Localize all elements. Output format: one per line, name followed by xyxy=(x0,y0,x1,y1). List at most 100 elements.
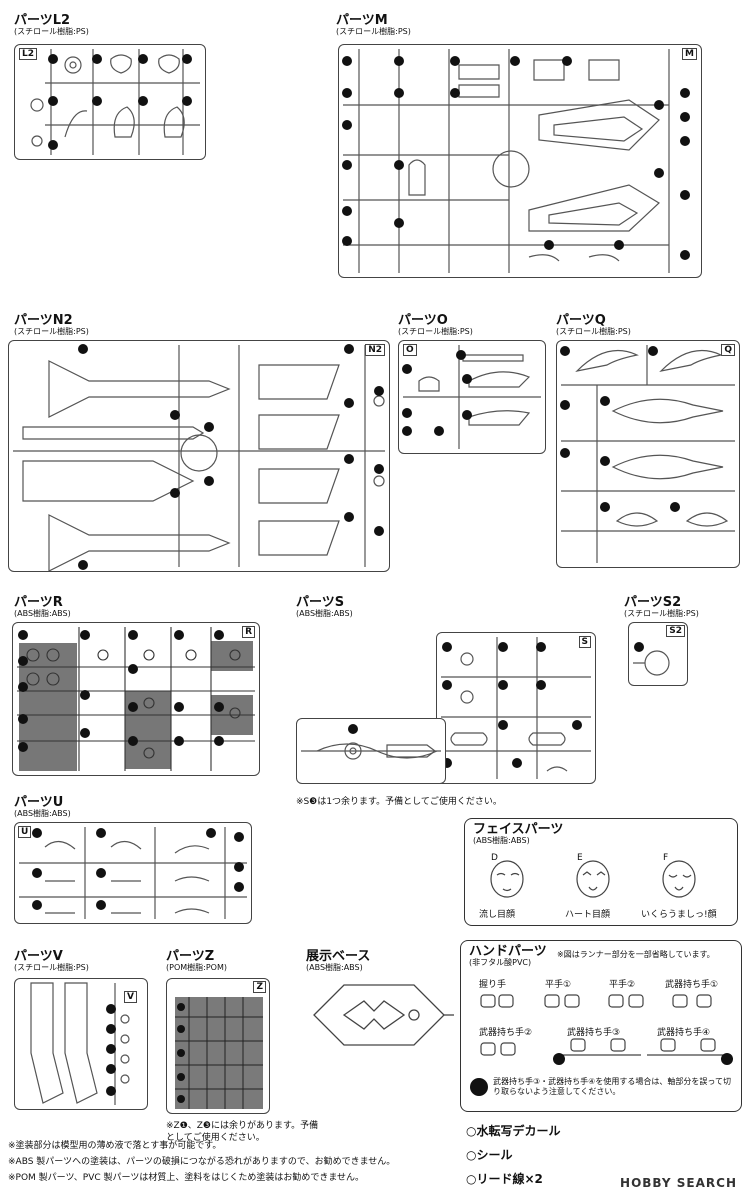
footer-note-1: ※塗装部分は模型用の薄め液で落とす事が可能です。 xyxy=(8,1141,222,1151)
hand-label-flat-2: 平手② xyxy=(609,980,636,990)
title-V: パーツV xyxy=(14,949,63,964)
runner-Q-drawing xyxy=(560,345,735,563)
runner-Z-drawing xyxy=(175,997,263,1109)
header-Q: パーツQ (スチロール樹脂:PS) xyxy=(556,313,631,337)
title-base: 展示ベース xyxy=(306,949,371,964)
runner-id-S2: S2 xyxy=(666,625,685,637)
header-N2: パーツN2 (スチロール樹脂:PS) xyxy=(14,313,89,337)
runner-id-M: M xyxy=(682,48,697,60)
hand-drawings xyxy=(470,994,733,1096)
runner-N2-drawing xyxy=(13,344,385,571)
accessory-decal: ○水転写デカール xyxy=(466,1124,561,1138)
runner-id-L2: L2 xyxy=(19,48,37,60)
header-Z: パーツZ (POM樹脂:POM) xyxy=(166,949,227,973)
runner-S2-drawing xyxy=(633,642,670,676)
title-U: パーツU xyxy=(14,795,64,810)
material-L2: (スチロール樹脂:PS) xyxy=(14,27,89,37)
material-S: (ABS樹脂:ABS) xyxy=(296,609,353,619)
header-U: パーツU (ABS樹脂:ABS) xyxy=(14,795,71,819)
runner-L2: L2 xyxy=(14,44,206,160)
hand-label-weapon-3: 武器持ち手③ xyxy=(567,1028,621,1038)
hand-label-weapon-1: 武器持ち手① xyxy=(665,980,719,990)
runner-id-S: S xyxy=(578,636,591,648)
face-letter-e: E xyxy=(577,853,583,863)
runner-V-drawing xyxy=(30,982,130,1105)
hand-header: ハンドパーツ (非フタル酸PVC) xyxy=(469,944,547,968)
face-material: (ABS樹脂:ABS) xyxy=(473,836,530,846)
header-S: パーツS (ABS樹脂:ABS) xyxy=(296,595,353,619)
header-M: パーツM (スチロール樹脂:PS) xyxy=(336,13,411,37)
hand-note: ※図はランナー部分を一部省略しています。 xyxy=(557,950,715,959)
title-Q: パーツQ xyxy=(556,313,606,328)
runner-id-R: R xyxy=(242,626,255,638)
face-letter-f: F xyxy=(663,853,669,863)
header-O: パーツO (スチロール樹脂:PS) xyxy=(398,313,473,337)
accessory-sticker: ○シール xyxy=(466,1148,513,1162)
material-U: (ABS樹脂:ABS) xyxy=(14,809,71,819)
face-letter-d: D xyxy=(491,853,498,863)
runner-N2: N2 xyxy=(8,340,390,572)
hand-label-fist: 握り手 xyxy=(479,980,507,990)
material-O: (スチロール樹脂:PS) xyxy=(398,327,473,337)
title-N2: パーツN2 xyxy=(14,313,73,328)
material-V: (スチロール樹脂:PS) xyxy=(14,963,89,973)
runner-id-Z: Z xyxy=(253,981,266,993)
material-Q: (スチロール樹脂:PS) xyxy=(556,327,631,337)
hand-material: (非フタル酸PVC) xyxy=(469,958,532,968)
runner-U: U xyxy=(14,822,252,924)
runner-id-Q: Q xyxy=(721,344,735,356)
face-label-e: ハート目顔 xyxy=(565,910,611,920)
material-base: (ABS樹脂:ABS) xyxy=(306,963,363,973)
runner-R: R xyxy=(12,622,260,776)
runner-S-left-drawing xyxy=(301,724,441,760)
runner-M-drawing xyxy=(342,49,690,273)
title-Z: パーツZ xyxy=(166,949,215,964)
runner-id-O: O xyxy=(403,344,417,356)
note-s3: ※S❸は1つ余ります。予備としてご使用ください。 xyxy=(296,797,502,807)
header-L2: パーツL2 (スチロール樹脂:PS) xyxy=(14,13,89,37)
runner-id-N2: N2 xyxy=(365,344,385,356)
material-N2: (スチロール樹脂:PS) xyxy=(14,327,89,337)
title-S: パーツS xyxy=(296,595,345,610)
hand-title: ハンドパーツ xyxy=(469,944,547,959)
runner-Q: Q xyxy=(556,340,740,568)
face-parts-box: フェイスパーツ (ABS樹脂:ABS) D E F 流し目顔 ハート目顔 いくら… xyxy=(464,818,738,926)
title-O: パーツO xyxy=(398,313,448,328)
runner-V: V xyxy=(14,978,148,1110)
face-label-d: 流し目顔 xyxy=(479,910,516,920)
header-R: パーツR (ABS樹脂:ABS) xyxy=(14,595,71,619)
header-base: 展示ベース (ABS樹脂:ABS) xyxy=(306,949,371,973)
runner-O: O xyxy=(398,340,546,454)
runner-id-V: V xyxy=(124,991,137,1003)
face-header: フェイスパーツ (ABS樹脂:ABS) xyxy=(473,822,563,846)
runner-S-left xyxy=(296,718,446,784)
footer-note-3: ※POM 製パーツ、PVC 製パーツは材質上、塗料をはじくため塗装はお勧めできま… xyxy=(8,1173,365,1183)
material-M: (スチロール樹脂:PS) xyxy=(336,27,411,37)
header-V: パーツV (スチロール樹脂:PS) xyxy=(14,949,89,973)
runner-Z: Z xyxy=(166,978,270,1114)
face-label-f: いくらうましっ!顔 xyxy=(641,910,717,920)
title-L2: パーツL2 xyxy=(14,13,71,28)
runner-R-drawing xyxy=(17,627,255,771)
runner-U-drawing xyxy=(19,827,247,919)
runner-S-right: S xyxy=(436,632,596,784)
footer-note-2: ※ABS 製パーツへの塗装は、パーツの破損につながる恐れがありますので、お勧めで… xyxy=(8,1157,396,1167)
display-base-drawing xyxy=(313,984,454,1046)
header-S2: パーツS2 (スチロール樹脂:PS) xyxy=(624,595,699,619)
title-R: パーツR xyxy=(14,595,63,610)
runner-id-U: U xyxy=(18,826,32,838)
hand-parts-box: ハンドパーツ (非フタル酸PVC) ※図はランナー部分を一部省略しています。 握… xyxy=(460,940,742,1112)
runner-M: M xyxy=(338,44,702,278)
hand-label-flat-1: 平手① xyxy=(545,980,572,990)
material-Z: (POM樹脂:POM) xyxy=(166,963,227,973)
title-M: パーツM xyxy=(336,13,388,28)
runner-L2-drawing xyxy=(30,49,200,155)
title-S2: パーツS2 xyxy=(624,595,682,610)
watermark-logo: HOBBY SEARCH xyxy=(620,1176,737,1190)
runner-O-drawing xyxy=(402,345,541,449)
accessory-lead-wire: ○リード線×2 xyxy=(466,1172,543,1186)
hand-label-weapon-4: 武器持ち手④ xyxy=(657,1028,711,1038)
runner-S2: S2 xyxy=(628,622,688,686)
material-R: (ABS樹脂:ABS) xyxy=(14,609,71,619)
hand-warning: 武器持ち手③・武器持ち手④を使用する場合は、軸部分を誤って切り取らないよう注意し… xyxy=(493,1077,731,1097)
